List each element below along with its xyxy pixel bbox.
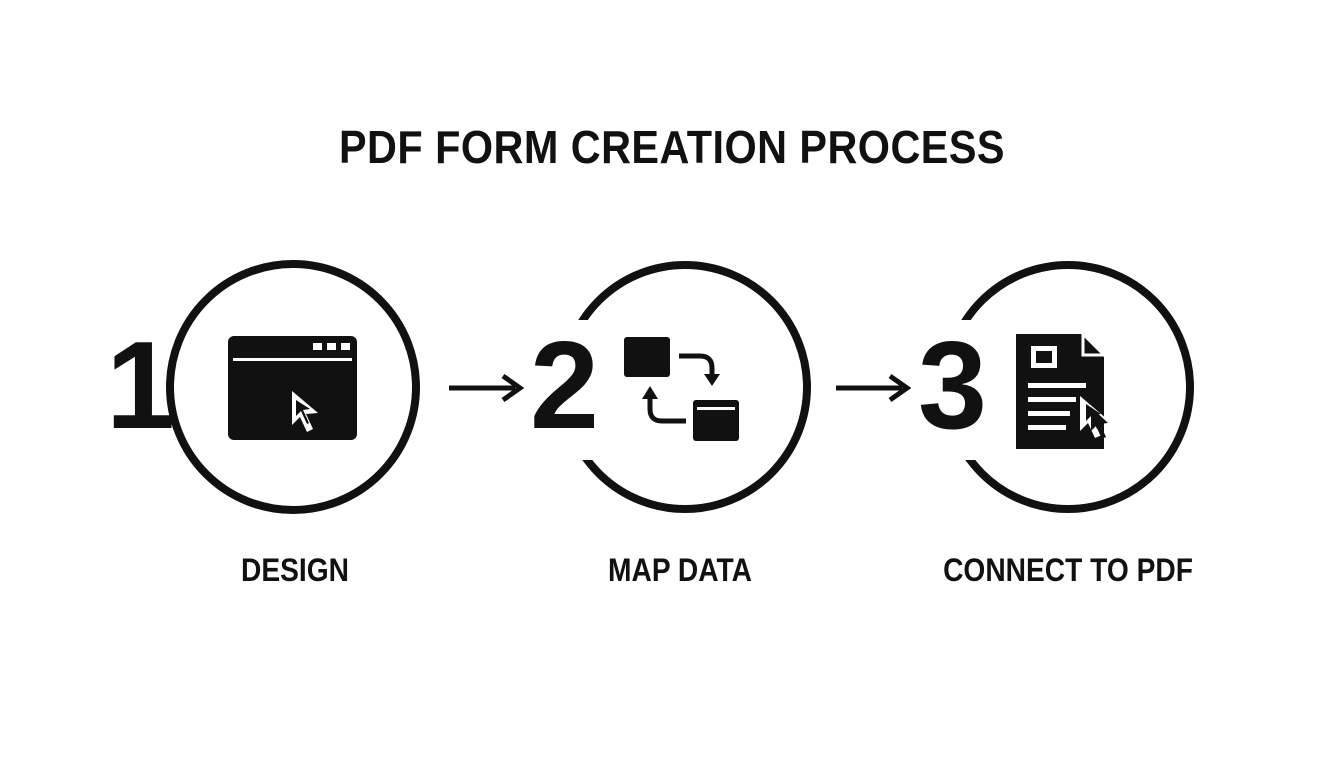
browser-window-cursor-icon: [228, 336, 357, 440]
arrow-2-to-3: [836, 373, 912, 403]
data-mapping-icon: [624, 337, 739, 441]
step-1: 1: [106, 260, 420, 514]
step-3-label: CONNECT TO PDF: [943, 552, 1193, 588]
step-2: 2: [524, 261, 811, 513]
step-2-number: 2: [530, 317, 599, 455]
arrow-1-to-2: [449, 373, 525, 403]
step-3-number: 3: [918, 317, 987, 455]
diagram-title: PDF FORM CREATION PROCESS: [338, 121, 1005, 173]
step-1-circle: [166, 260, 420, 514]
step-3: 3: [912, 261, 1194, 513]
step-1-label: DESIGN: [241, 552, 349, 588]
step-2-label: MAP DATA: [608, 552, 752, 588]
step-1-number: 1: [106, 317, 175, 455]
document-cursor-icon: [1016, 334, 1108, 449]
